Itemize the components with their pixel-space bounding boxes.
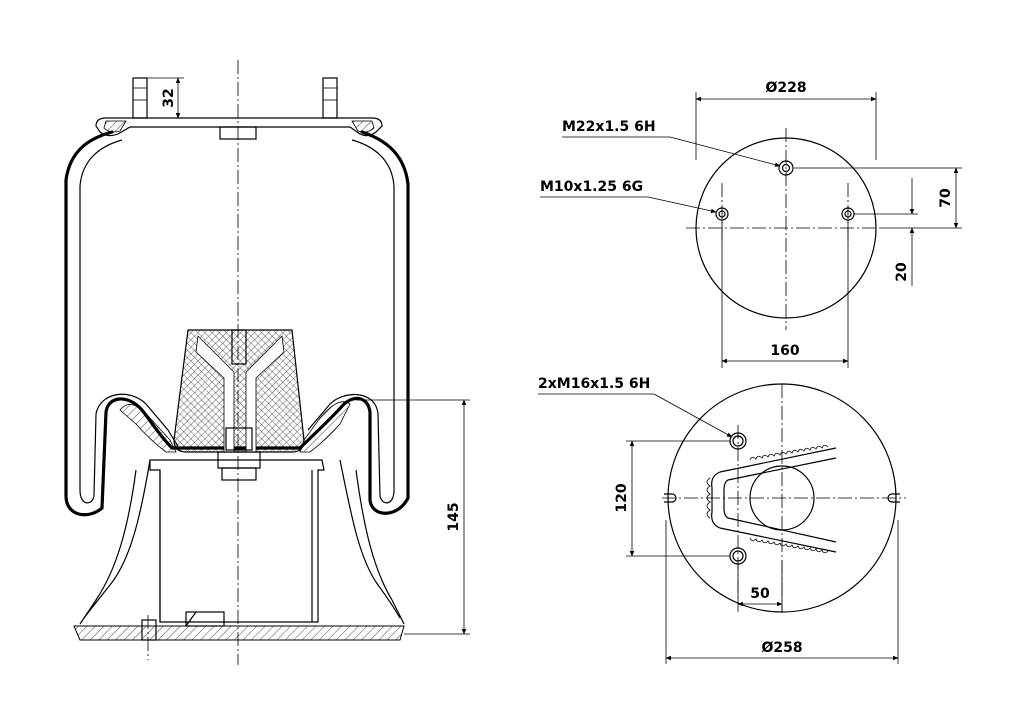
callout-m10-label: M10x1.25 6G [540,179,643,195]
callout-m22-label: M22x1.5 6H [562,119,656,135]
dim-160-label: 160 [770,343,799,359]
dim-145-label: 145 [446,502,462,531]
dim-stud-spacing: 160 [721,220,849,368]
dim-offset-50: 50 [737,560,783,612]
dim-20-label: 20 [894,262,910,282]
slot-right [887,493,900,503]
dim-120-label: 120 [614,483,630,512]
dim-50-label: 50 [750,586,770,602]
slot-left [664,493,677,503]
air-fitting-hole [778,160,794,176]
dim-bottom-diameter: Ø258 [665,520,899,664]
dim-fitting-offset: 70 [794,167,962,229]
side-view: 32 145 [64,60,470,665]
dim-258-label: Ø258 [761,640,802,656]
dim-228-label: Ø228 [765,80,806,96]
top-stud-right [322,77,338,119]
bottom-plate-view: Ø258 120 50 2xM16x1.5 6H [538,376,906,664]
dim-70-label: 70 [938,188,954,208]
top-plate-view: Ø228 160 70 20 M22x1.5 6H [540,80,962,368]
dim-piston-height: 145 [356,399,470,635]
rubber-bellow [64,130,410,517]
callout-m16-label: 2xM16x1.5 6H [538,376,650,392]
top-stud-left [132,77,148,119]
dim-32-label: 32 [161,88,177,107]
dim-bolt-spacing: 120 [614,440,730,557]
dim-stud-height: 32 [147,77,184,119]
callout-studs: M10x1.25 6G [540,179,717,214]
callout-bolts: 2xM16x1.5 6H [538,376,733,438]
dim-stud-offset: 20 [854,178,918,286]
dim-top-diameter: Ø228 [695,80,877,160]
piston [73,459,405,641]
internal-bumper [173,329,305,481]
welded-bracket [706,444,837,554]
bolt-hole-bottom [729,547,747,565]
callout-air-fitting: M22x1.5 6H [562,119,781,167]
top-bead-plate [95,117,383,140]
